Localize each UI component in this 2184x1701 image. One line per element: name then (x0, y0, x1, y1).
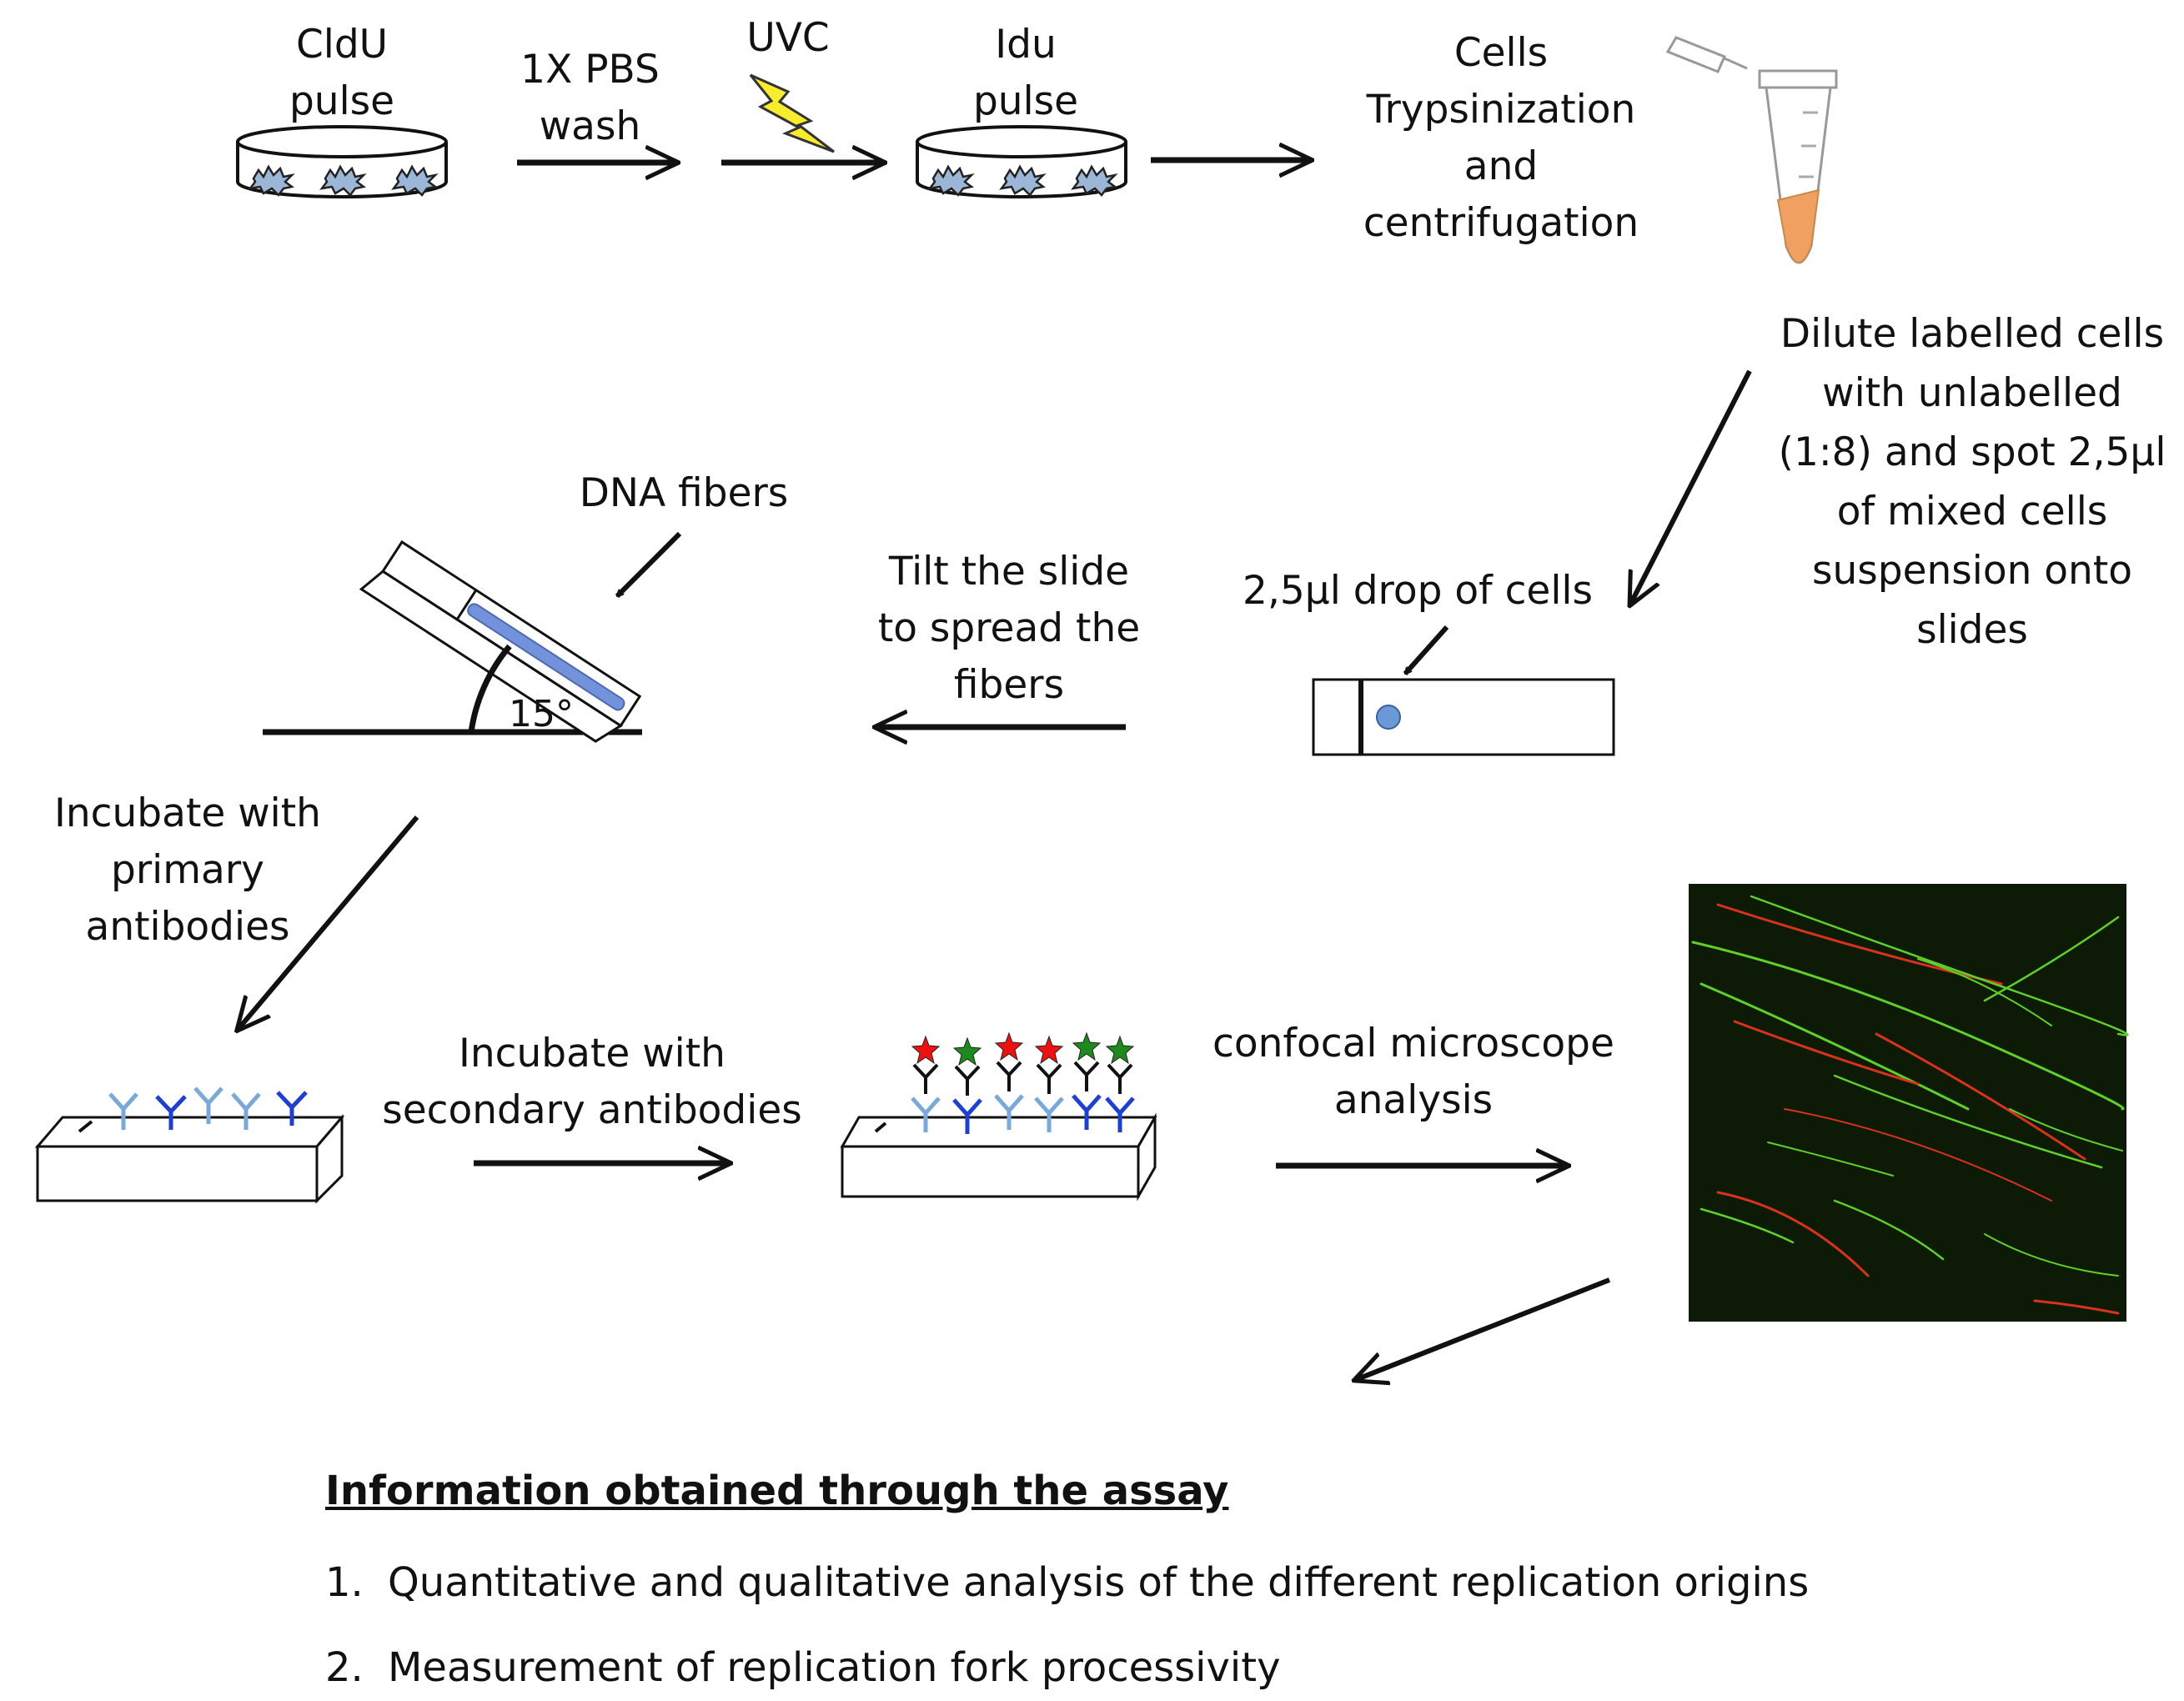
information-item-text: Quantitative and qualitative analysis of… (388, 1559, 1810, 1606)
step-tilt-label: Tilt the slide to spread the fibers (877, 549, 1141, 708)
information-title: Information obtained through the assay (325, 1468, 1229, 1514)
green-star (1072, 1031, 1102, 1061)
step-trypsinization-label: Cells Trypsinization and centrifugation (1363, 30, 1639, 246)
eppendorf-tube-icon (1665, 36, 1838, 264)
information-item-2: 2. Measurement of replication fork proces… (325, 1643, 1280, 1693)
green-star (1105, 1035, 1135, 1065)
arrow-to-slide (1630, 369, 1752, 605)
lightning-icon (749, 73, 835, 153)
step-uvc-label: UVC (746, 15, 830, 61)
step-pbs-wash-label: 1X PBS wash (520, 47, 660, 149)
red-star (1034, 1035, 1064, 1065)
cell-shape (248, 164, 439, 197)
cldu-dish (236, 125, 448, 198)
green-star (952, 1036, 982, 1066)
arrow-to-information (1355, 1277, 1611, 1380)
dna-fibers-label: DNA fibers (579, 470, 789, 516)
arrow-to-primary (238, 815, 419, 1030)
step-idu-pulse-label: Idu pulse (972, 22, 1079, 124)
step-confocal-label: confocal microscope analysis (1212, 1021, 1614, 1123)
information-item-text: Measurement of replication fork processi… (388, 1644, 1281, 1691)
cell-shape (927, 164, 1118, 197)
red-star (911, 1035, 941, 1065)
idu-dish (916, 125, 1127, 198)
step-drop-label: 2,5μl drop of cells (1243, 568, 1593, 614)
information-item-number: 1. (325, 1559, 364, 1606)
red-star (994, 1031, 1024, 1061)
slide-primary-antibodies (34, 1086, 345, 1204)
arrow-drop-pointer (1403, 625, 1449, 674)
tilted-slide (263, 539, 642, 743)
step-cldu-pulse-label: CldU pulse (289, 22, 395, 124)
slide-with-drop (1312, 678, 1615, 756)
slide-secondary-antibodies (840, 1031, 1157, 1202)
confocal-micrograph (1689, 884, 2129, 1322)
information-item-1: 1. Quantitative and qualitative analysis … (325, 1558, 1809, 1608)
step-dilute-label: Dilute labelled cells with unlabelled (1… (1778, 311, 2166, 653)
step-secondary-label: Incubate with secondary antibodies (382, 1031, 802, 1133)
arrow-dna-fibers (615, 531, 682, 599)
cell-drop (1376, 705, 1401, 730)
angle-label: 15° (509, 693, 574, 735)
information-item-number: 2. (325, 1644, 364, 1691)
step-primary-label: Incubate with primary antibodies (54, 790, 321, 950)
